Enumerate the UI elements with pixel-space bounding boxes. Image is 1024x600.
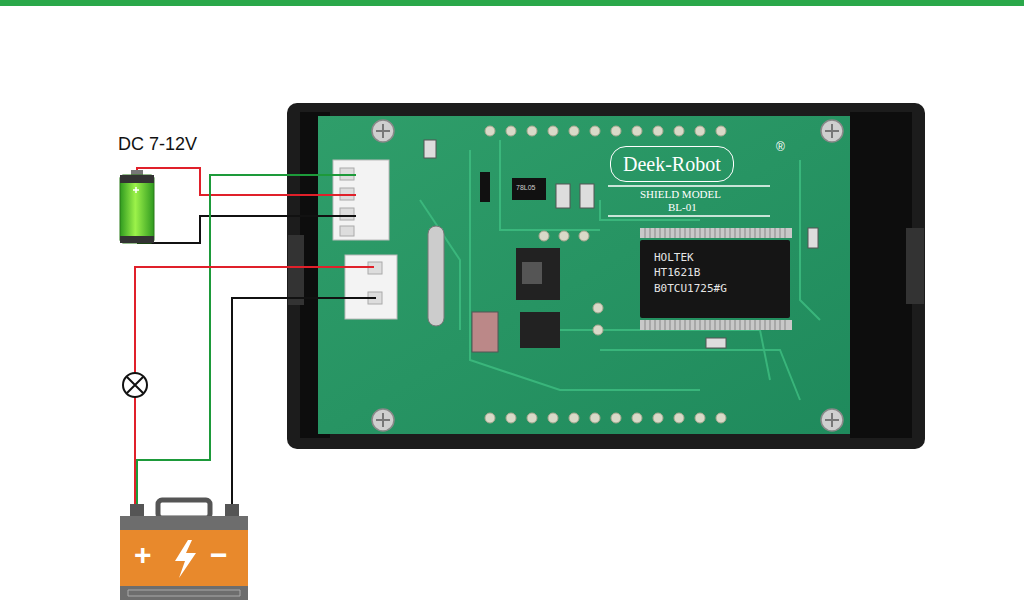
connector-4pin <box>333 160 389 240</box>
housing <box>287 103 925 449</box>
regulator-label: 78L05 <box>516 184 535 191</box>
model-label: SHIELD MODEL <box>640 188 721 200</box>
registered-mark: ® <box>776 140 785 154</box>
logo-box: Deek-Robot <box>610 146 734 182</box>
node-text: Deek-Robot <box>623 150 721 178</box>
connector-2pin <box>345 255 397 319</box>
node-text: HT1621B <box>654 265 790 280</box>
lamp-symbol <box>123 373 147 397</box>
terminal-minus: − <box>210 538 228 572</box>
node-text: B0TCU1725#G <box>654 281 790 296</box>
pcb <box>318 116 850 434</box>
car-battery <box>120 500 248 600</box>
wire-green <box>137 175 356 506</box>
wire-red <box>135 267 374 506</box>
ic-chip: HOLTEKHT1621BB0TCU1725#G <box>640 240 790 318</box>
regulator <box>512 178 546 200</box>
wire-red <box>137 168 356 195</box>
top-bar <box>0 0 1024 6</box>
voltage-label: DC 7-12V <box>118 134 197 155</box>
terminal-plus: + <box>134 538 152 572</box>
model-number: BL-01 <box>668 201 697 213</box>
battery-cell <box>120 170 154 243</box>
wire-black <box>232 298 376 506</box>
node-text: HOLTEK <box>654 250 790 265</box>
wire-black <box>137 216 356 243</box>
